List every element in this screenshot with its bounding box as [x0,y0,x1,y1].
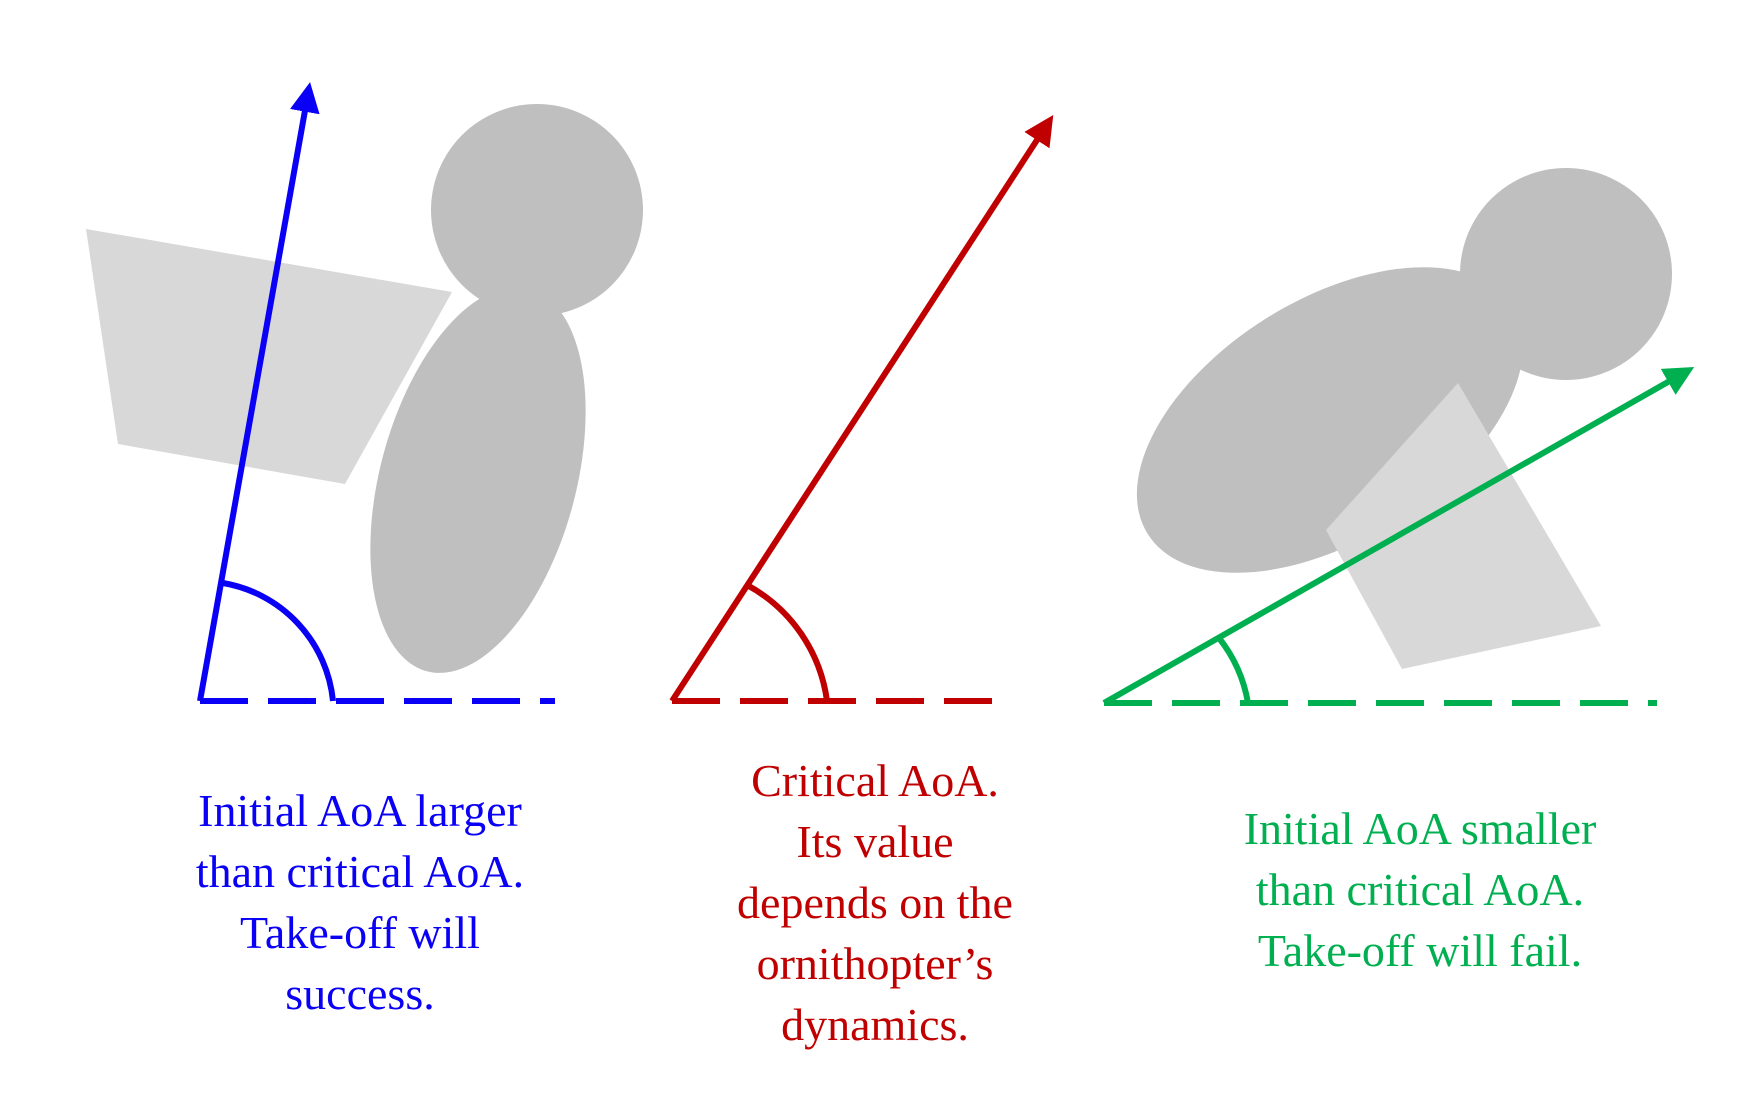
caption-line: success. [285,968,435,1019]
caption-line: Take-off will fail. [1257,925,1583,976]
angle-arc-red [745,582,830,702]
velocity-arrow-blue [197,82,320,702]
case-larger-aoa [197,82,555,704]
velocity-arrow-red [669,114,1054,703]
wing-tilted [1326,383,1601,669]
caption-line: than critical AoA. [195,846,525,897]
caption-line: Critical AoA. [751,755,999,806]
caption-critical-aoa: Critical AoA. Its value depends on the o… [650,750,1100,1055]
body-upright [370,287,586,673]
caption-smaller-aoa: Initial AoA smaller than critical AoA. T… [1180,798,1660,981]
angle-arc-green [1216,636,1251,704]
caption-line: than critical AoA. [1255,864,1585,915]
head-tilted [1460,168,1672,380]
ornithopter-tilted [1136,168,1672,669]
caption-line: dynamics. [781,999,969,1050]
caption-line: Its value [796,816,954,867]
caption-line: depends on the [737,877,1013,928]
case-critical-aoa [669,114,1054,704]
caption-line: Initial AoA larger [198,785,522,836]
caption-larger-aoa: Initial AoA larger than critical AoA. Ta… [140,780,580,1024]
caption-line: Initial AoA smaller [1243,803,1597,854]
caption-line: Take-off will [240,907,480,958]
wing-upright [86,229,452,484]
angle-arc-blue [222,580,336,702]
case-smaller-aoa [1102,367,1695,706]
head-upright [431,104,643,316]
caption-line: ornithopter’s [756,938,994,989]
velocity-arrow-green [1102,367,1695,706]
ornithopter-upright [86,104,643,673]
